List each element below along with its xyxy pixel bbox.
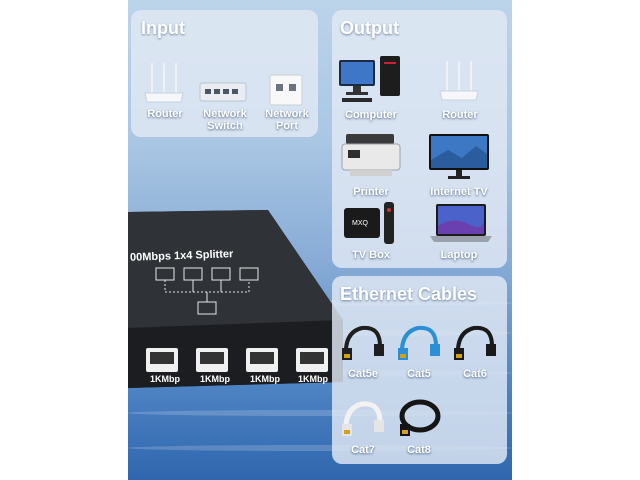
svg-text:MXQ: MXQ	[352, 220, 369, 227]
input-switch-label: Network Switch	[203, 108, 247, 132]
output-printer-label: Printer	[353, 186, 389, 198]
output-title: Output	[340, 18, 399, 38]
output-router-label: Router	[442, 109, 478, 121]
router-icon	[144, 63, 184, 103]
cat6-cable-icon	[454, 325, 496, 360]
computer-icon	[339, 56, 400, 102]
cat6-label: Cat6	[463, 368, 487, 380]
output-laptop-label: Laptop	[440, 249, 478, 261]
port-label-2: 1KMbp	[200, 374, 230, 384]
cat8-label: Cat8	[407, 444, 431, 456]
port-label-3: 1KMbp	[250, 374, 280, 384]
output-tv-label: Internet TV	[430, 186, 488, 198]
product-image: Input Router Network Switch Network Port…	[128, 0, 512, 480]
input-panel: Input Router Network Switch Network Port	[131, 10, 318, 137]
printer-icon	[341, 134, 401, 176]
splitter-device	[128, 210, 343, 388]
cat8-cable-icon	[399, 399, 441, 436]
network-switch-icon	[199, 82, 247, 102]
cat7-label: Cat7	[351, 444, 375, 456]
cat5e-cable-icon	[342, 325, 384, 360]
input-title: Input	[141, 18, 185, 38]
cat7-cable-icon	[342, 401, 384, 436]
cat5-label: Cat5	[407, 368, 431, 380]
port-label-4: 1KMbp	[298, 374, 328, 384]
laptop-icon	[430, 204, 492, 242]
port-label-1: 1KMbp	[150, 374, 180, 384]
cat5e-label: Cat5e	[348, 368, 378, 380]
input-router-label: Router	[147, 108, 183, 120]
tv-box-icon: MXQ	[344, 202, 394, 244]
cables-panel: Ethernet Cables Cat5e Cat5 Cat6	[332, 276, 507, 464]
cables-title: Ethernet Cables	[340, 284, 478, 304]
wall-port-icon	[269, 74, 303, 106]
router-icon	[439, 61, 479, 101]
input-port-label: Network Port	[265, 108, 309, 132]
output-computer-label: Computer	[345, 109, 397, 121]
cat5-cable-icon	[398, 325, 440, 360]
output-tvbox-label: TV Box	[352, 249, 390, 261]
output-panel: Output Computer Router Printer	[332, 10, 507, 268]
tv-icon	[429, 134, 489, 179]
